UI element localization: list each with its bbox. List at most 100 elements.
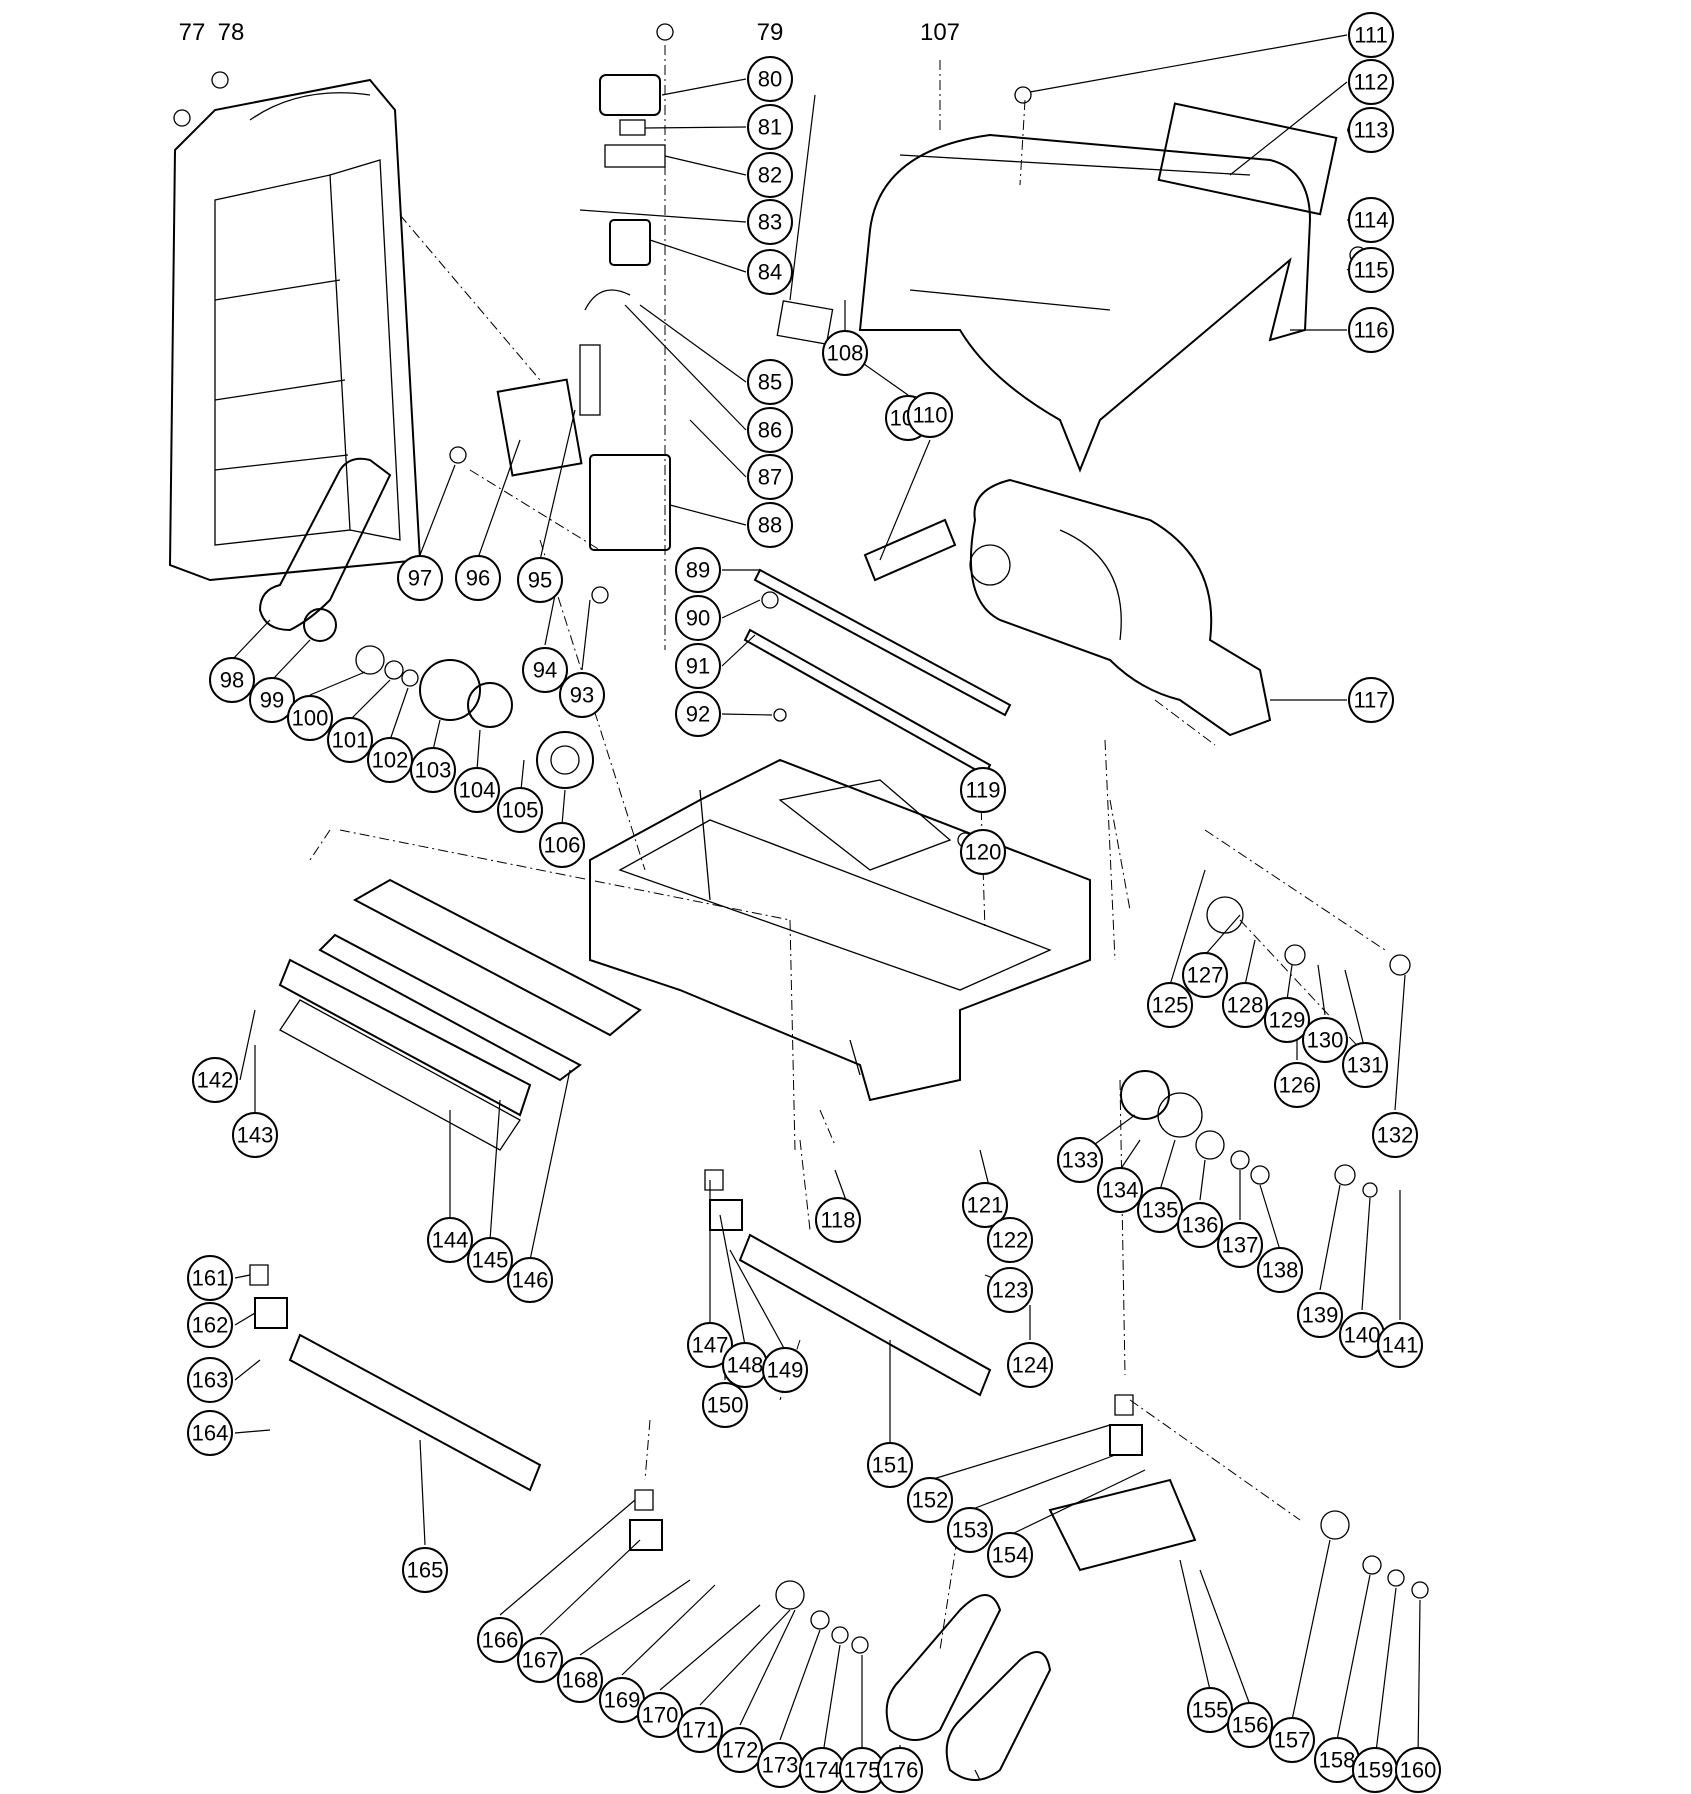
- callout-number: 126: [1279, 1073, 1316, 1098]
- callout-circle: [1007, 1342, 1053, 1388]
- callout-circle: [822, 330, 868, 376]
- callout: 119: [960, 767, 1006, 813]
- callout-circle: [1348, 107, 1394, 153]
- callout: 152: [907, 1477, 953, 1523]
- callout-number: 105: [502, 798, 539, 823]
- free-label: 78: [218, 19, 245, 46]
- callout: 150: [702, 1382, 748, 1428]
- callout: 96: [455, 555, 501, 601]
- callout-number: 156: [1232, 1713, 1269, 1738]
- callout: 95: [517, 557, 563, 603]
- callout: 113: [1348, 107, 1394, 153]
- callout-circle: [907, 392, 953, 438]
- callout-number: 129: [1269, 1008, 1306, 1033]
- callout: 93: [559, 672, 605, 718]
- callout-number: 81: [758, 115, 782, 140]
- callout-number: 112: [1353, 70, 1388, 95]
- callout-number: 142: [197, 1068, 234, 1093]
- callout-circle: [455, 555, 501, 601]
- callout-number: 160: [1400, 1758, 1437, 1783]
- callout-circle: [717, 1727, 763, 1773]
- callout-circle: [1395, 1747, 1441, 1793]
- callout: 89: [675, 547, 721, 593]
- callout: 148: [722, 1342, 768, 1388]
- callout-circle: [1348, 59, 1394, 105]
- callout-circle: [1057, 1137, 1103, 1183]
- callout: 85: [747, 359, 793, 405]
- callout-number: 145: [472, 1248, 509, 1273]
- callout: 108: [822, 330, 868, 376]
- callout: 112: [1348, 59, 1394, 105]
- callout: 83: [747, 199, 793, 245]
- callout: 121: [962, 1182, 1008, 1228]
- callout: 133: [1057, 1137, 1103, 1183]
- callout: 149: [762, 1347, 808, 1393]
- free-label: 79: [757, 19, 784, 46]
- callout-circle: [747, 104, 793, 150]
- callout-circle: [209, 657, 255, 703]
- callout-circle: [762, 1347, 808, 1393]
- callout-number: 144: [432, 1228, 469, 1253]
- callout: 165: [402, 1547, 448, 1593]
- callout-number: 111: [1354, 23, 1387, 48]
- callout: 173: [757, 1742, 803, 1788]
- callout-number: 115: [1353, 258, 1388, 283]
- callout-circle: [960, 767, 1006, 813]
- callout-circle: [367, 737, 413, 783]
- callout-number: 133: [1062, 1148, 1099, 1173]
- callout: 128: [1222, 982, 1268, 1028]
- callout-circle: [687, 1322, 733, 1368]
- callout: 143: [232, 1112, 278, 1158]
- hardware-drawing: [173, 23, 1429, 1654]
- callout-number: 125: [1152, 993, 1189, 1018]
- callout: 88: [747, 502, 793, 548]
- callout-circle: [1274, 1062, 1320, 1108]
- callout-circle: [1177, 1202, 1223, 1248]
- callout-number: 90: [686, 606, 710, 631]
- callout: 129: [1264, 997, 1310, 1043]
- callout: 115: [1348, 247, 1394, 293]
- side-panel-drawing: [168, 78, 422, 582]
- callout-circle: [1217, 1222, 1263, 1268]
- leader-lines: [231, 34, 1421, 1781]
- callout: 125: [1147, 982, 1193, 1028]
- callout-circle: [539, 822, 585, 868]
- callout-number: 147: [692, 1333, 729, 1358]
- callout: 176: [877, 1747, 923, 1793]
- callout-number: 97: [408, 566, 432, 591]
- callout-circle: [1257, 1247, 1303, 1293]
- free-label: 107: [920, 19, 960, 46]
- callout-circle: [962, 1182, 1008, 1228]
- callout-number: 96: [466, 566, 490, 591]
- callout-circle: [249, 677, 295, 723]
- callout-number: 153: [952, 1518, 989, 1543]
- callout-number: 141: [1382, 1333, 1419, 1358]
- callout: 91: [675, 643, 721, 689]
- callout-circle: [675, 643, 721, 689]
- callout: 117: [1348, 677, 1394, 723]
- callout-circle: [947, 1507, 993, 1553]
- callout: 140: [1339, 1312, 1385, 1358]
- callout-number: 176: [882, 1758, 919, 1783]
- callout-circle: [747, 199, 793, 245]
- callout-circle: [1222, 982, 1268, 1028]
- callout-number: 100: [292, 706, 329, 731]
- callout-number: 89: [686, 558, 710, 583]
- callout-number: 118: [820, 1208, 855, 1233]
- callout-circle: [1348, 247, 1394, 293]
- callout: 80: [747, 56, 793, 102]
- callout-circle: [467, 1237, 513, 1283]
- callout-circle: [675, 691, 721, 737]
- callout: 151: [867, 1442, 913, 1488]
- callout-circle: [747, 407, 793, 453]
- callout-circle: [747, 502, 793, 548]
- callout-number: 84: [758, 260, 782, 285]
- callout-number: 159: [1357, 1758, 1394, 1783]
- callout-circle: [454, 767, 500, 813]
- callout-circle: [747, 56, 793, 102]
- callout-circle: [1302, 1017, 1348, 1063]
- callout: 160: [1395, 1747, 1441, 1793]
- free-label: 77: [179, 19, 206, 46]
- callout-number: 120: [965, 840, 1002, 865]
- callout-number: 124: [1012, 1353, 1049, 1378]
